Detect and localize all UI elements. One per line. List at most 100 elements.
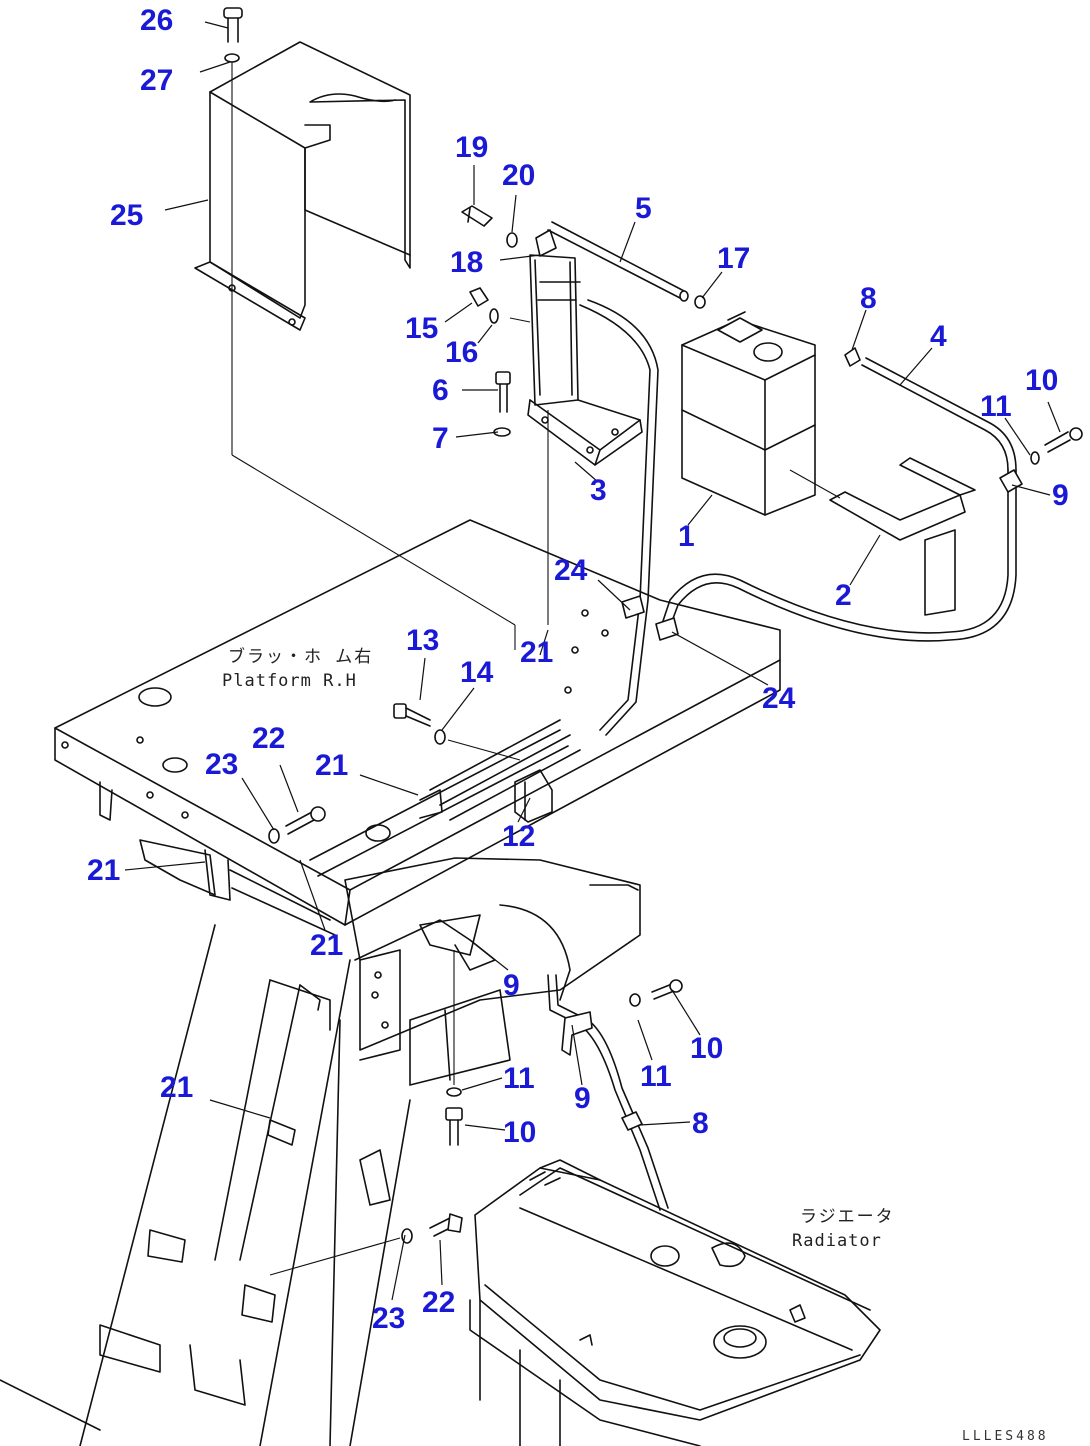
leader-line-4-9 bbox=[899, 347, 933, 386]
callout-11: 11 bbox=[980, 390, 1012, 423]
callout-21-a: 21 bbox=[520, 636, 553, 669]
callout-19: 19 bbox=[455, 131, 488, 164]
clip-part-18 bbox=[535, 229, 557, 257]
clamp-part-24 bbox=[621, 595, 679, 641]
leader-line-16-14 bbox=[477, 324, 493, 344]
leader-line-21-23 bbox=[539, 629, 549, 656]
leader-line-21-29 bbox=[124, 861, 206, 871]
leader-line-20-4 bbox=[511, 194, 517, 233]
callout-21-d: 21 bbox=[310, 929, 343, 962]
callout-21-c: 21 bbox=[87, 854, 120, 887]
leader-line-21-30 bbox=[299, 859, 326, 931]
callout-12: 12 bbox=[502, 820, 535, 853]
callout-8-b: 8 bbox=[692, 1107, 709, 1140]
band-part-2 bbox=[789, 457, 976, 616]
callout-21-e: 21 bbox=[160, 1071, 193, 1104]
leader-line-9-34 bbox=[571, 1024, 583, 1086]
frame-column bbox=[0, 839, 411, 1446]
hose-part-4 bbox=[659, 357, 1017, 642]
clip-part-8 bbox=[844, 347, 861, 367]
callout-7: 7 bbox=[432, 422, 449, 455]
washer-part-27 bbox=[224, 53, 240, 63]
washer-part-23-top bbox=[268, 828, 280, 844]
leader-line-11-35 bbox=[461, 1077, 503, 1091]
leader-line-5-5 bbox=[619, 221, 636, 263]
callout-22-a: 22 bbox=[252, 722, 285, 755]
leader-line-3-17 bbox=[574, 461, 599, 483]
callout-8: 8 bbox=[860, 282, 877, 315]
leader-line-17-7 bbox=[701, 271, 723, 299]
callout-24-a: 24 bbox=[554, 554, 588, 587]
callout-1: 1 bbox=[678, 520, 695, 553]
leader-line-2-19 bbox=[849, 534, 881, 586]
callout-9-c: 9 bbox=[574, 1082, 591, 1115]
leader-line-21-27 bbox=[359, 774, 419, 796]
callout-17: 17 bbox=[717, 242, 750, 275]
callout-9-b: 9 bbox=[503, 969, 520, 1002]
callout-22-b: 22 bbox=[422, 1286, 455, 1319]
callout-21-b: 21 bbox=[315, 749, 348, 782]
leader-line-10-36 bbox=[464, 1124, 506, 1131]
clip-part-9-lower bbox=[561, 1011, 593, 1056]
nut-part-15 bbox=[469, 287, 489, 307]
radiator bbox=[469, 1159, 881, 1446]
hose-run-down bbox=[579, 299, 659, 736]
washer-part-20 bbox=[506, 232, 518, 248]
clip-part-8-lower bbox=[621, 1111, 643, 1131]
bolt-part-22-top bbox=[285, 806, 326, 835]
leader-lines bbox=[124, 21, 1061, 1301]
grommet-part-17 bbox=[694, 295, 706, 309]
callout-27: 27 bbox=[140, 64, 173, 97]
washer-part-11 bbox=[1030, 451, 1040, 465]
washer-part-16 bbox=[489, 308, 499, 324]
callout-10-c: 10 bbox=[503, 1116, 536, 1149]
callout-10: 10 bbox=[1025, 364, 1058, 397]
washer-part-14 bbox=[434, 729, 446, 745]
leader-line-15-13 bbox=[444, 302, 473, 323]
leader-line-7-16 bbox=[455, 431, 499, 438]
bolt-part-10 bbox=[1044, 427, 1083, 453]
leader-line-12-28 bbox=[517, 797, 531, 823]
leader-line-25-2 bbox=[164, 199, 209, 211]
leader-line-23-26 bbox=[241, 777, 275, 831]
callout-25: 25 bbox=[110, 199, 143, 232]
leader-line-11-11 bbox=[1004, 417, 1031, 456]
leader-line-11-33 bbox=[637, 1019, 653, 1061]
bolt-part-10-vertical bbox=[445, 1107, 463, 1146]
chassis-frame bbox=[344, 857, 641, 1086]
hose-part-5 bbox=[547, 221, 689, 302]
bolt-part-10-lower bbox=[651, 979, 683, 1000]
callout-26: 26 bbox=[140, 4, 173, 37]
leader-line-14-24 bbox=[441, 687, 475, 731]
callout-3: 3 bbox=[590, 474, 607, 507]
leader-line-27-1 bbox=[199, 61, 231, 73]
callout-18: 18 bbox=[450, 246, 483, 279]
cover-part-25 bbox=[194, 41, 516, 650]
leader-line-22-25 bbox=[279, 764, 299, 813]
leader-line-1-18 bbox=[687, 494, 713, 526]
clip-part-9 bbox=[999, 469, 1023, 493]
callout-24-b: 24 bbox=[762, 682, 796, 715]
radiator-label-en: Radiator bbox=[792, 1231, 882, 1251]
callout-15: 15 bbox=[405, 312, 438, 345]
callout-9: 9 bbox=[1052, 479, 1069, 512]
leader-line-9-12 bbox=[1011, 484, 1051, 496]
bolt-part-19 bbox=[461, 205, 493, 227]
platform-rh bbox=[54, 519, 781, 926]
callout-14: 14 bbox=[460, 656, 494, 689]
bolt-part-6 bbox=[495, 371, 511, 413]
bolt-part-13 bbox=[393, 703, 431, 727]
callout-4: 4 bbox=[930, 320, 947, 353]
radiator-label-jp: ラジエータ bbox=[800, 1207, 895, 1227]
cap-part-26 bbox=[223, 7, 243, 43]
callout-23-b: 23 bbox=[372, 1302, 405, 1335]
leader-line-24-20 bbox=[597, 579, 631, 611]
drawing-code: LLLES488 bbox=[962, 1429, 1049, 1444]
leader-line-13-22 bbox=[419, 657, 426, 701]
callout-2: 2 bbox=[835, 579, 852, 612]
washer-part-11-lower bbox=[629, 993, 641, 1007]
callout-20: 20 bbox=[502, 159, 535, 192]
leader-line-8-8 bbox=[851, 309, 867, 351]
leader-line-26-0 bbox=[204, 21, 229, 29]
